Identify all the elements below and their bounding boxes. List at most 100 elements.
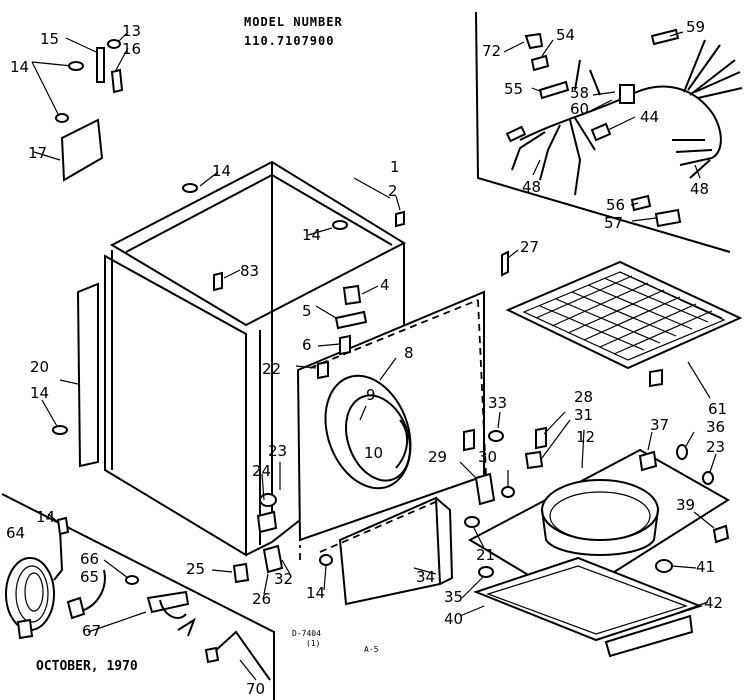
part-17-plate [60,118,104,182]
bottom-tray-inner [486,565,688,635]
part-20-side-strip [76,282,99,468]
callout-27: 27 [520,238,539,256]
callout-44: 44 [640,108,659,126]
lint-screen-mesh [535,271,723,355]
part-65-wire [83,569,106,611]
strain-relief-tab [177,617,196,637]
callout-55: 55 [504,80,523,98]
callout-33: 33 [488,394,507,412]
part-23-screw-left [259,493,277,507]
callout-9: 9 [366,386,376,404]
lint-screen-frame [505,260,743,370]
inset-leaders [503,31,701,222]
callout-12: 12 [576,428,595,446]
callout-26: 26 [252,590,271,608]
part-2-fastener [395,210,405,228]
part-14-screw-cabinet [182,183,198,193]
callout-14-bottom: 14 [306,584,325,602]
cabinet-leaders [41,171,401,429]
part-27-spring [501,250,509,277]
callout-5: 5 [302,302,312,320]
front-panel-dashed-outline [309,299,487,477]
callout-59: 59 [686,18,705,36]
strain-relief-loop [159,599,187,619]
part-66-screw [125,575,139,585]
cord-coil-core [24,572,44,612]
leader-33 [497,411,501,429]
callout-36: 36 [706,418,725,436]
cabinet-bottom-edge [245,519,301,556]
drawing-reference: D-7404 [292,629,321,638]
base-leaders [459,411,717,617]
top-left-leaders [31,31,129,115]
part-14-screw-bottom [319,554,333,566]
part-65-clamp [66,596,86,620]
page-number: A-5 [364,645,379,654]
cabinet-top-inner [125,173,393,253]
part-28-fastener [535,426,547,450]
cord-coil-inner [15,565,49,623]
part-59-connector [650,28,680,46]
part-33-screw [488,430,504,442]
terminal-block [505,125,527,143]
callout-35: 35 [444,588,463,606]
top-left-hardware [31,31,129,182]
harness-main-bundle [519,85,722,159]
callout-23-left: 23 [268,442,287,460]
callout-14-cabinet: 14 [212,162,231,180]
lower-parts [211,462,454,606]
wiring-harness-inset [475,11,743,253]
part-21-screw [464,516,480,528]
callout-60: 60 [570,100,589,118]
callout-30: 30 [478,448,497,466]
part-55-connector [538,80,570,100]
harness-wires-left [511,117,596,196]
callout-10: 10 [364,444,383,462]
cord-lead [53,529,64,581]
callout-15: 15 [40,30,59,48]
part-70-wire [213,630,271,681]
callout-17: 17 [28,144,47,162]
callout-48-left: 48 [522,178,541,196]
part-13-screw [107,39,121,49]
part-67-strain-relief [146,590,190,614]
harness-wires-mid [574,59,601,96]
part-26-roller [262,544,284,574]
bottom-left-inset [1,493,275,700]
part-14-screw-cord [56,516,70,536]
callout-1: 1 [390,158,400,176]
part-25-foot [232,562,250,584]
callout-14-side: 14 [302,226,321,244]
callout-21: 21 [476,546,495,564]
part-24-bracket [256,510,278,534]
part-42-front-rail [604,614,694,658]
part-4-hinge [342,284,362,306]
callout-67: 67 [82,622,101,640]
kick-dashed-path [299,499,441,560]
part-31-clip [524,450,544,470]
callout-54: 54 [556,26,575,44]
callout-28: 28 [574,388,593,406]
part-22-clip [317,360,329,380]
part-5-latch [334,310,368,330]
callout-40: 40 [444,610,463,628]
callout-8: 8 [404,344,414,362]
inset-border [475,11,731,253]
door-opening-inner-arc [395,419,408,469]
front-panel-assembly [295,284,504,542]
callout-72: 72 [482,42,501,60]
part-23-screw-right [702,471,714,485]
part-56-terminal [630,194,652,212]
callout-29: 29 [428,448,447,466]
part-61-lint-screen [501,249,743,399]
callout-65: 65 [80,568,99,586]
part-70-terminal [204,646,220,664]
callout-14-strip: 14 [30,384,49,402]
callout-32: 32 [274,570,293,588]
harness-wires-top [683,39,743,99]
part-54-clamp [530,54,550,72]
callout-20: 20 [30,358,49,376]
part-35-screw [478,566,494,578]
callout-14-cord: 14 [36,508,55,526]
